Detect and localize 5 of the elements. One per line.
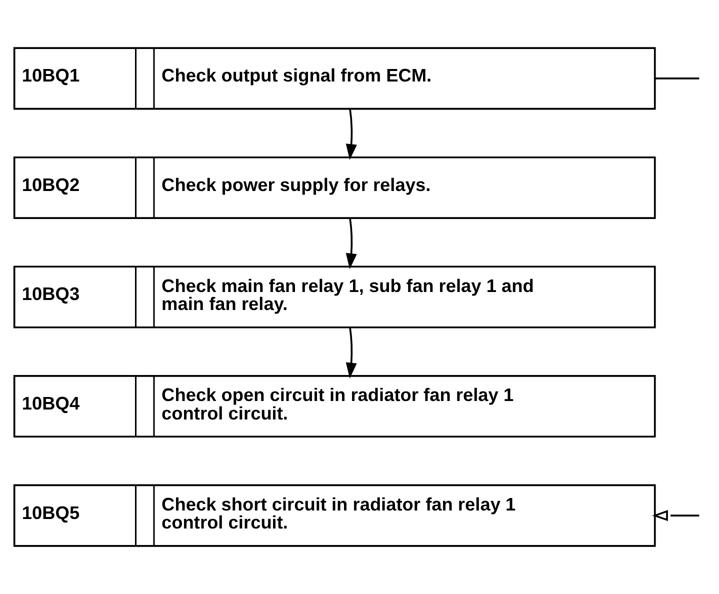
arrow [346, 108, 357, 160]
arrow [346, 218, 357, 270]
connector [654, 78, 700, 80]
arrow [346, 327, 357, 379]
arrow [652, 510, 700, 522]
